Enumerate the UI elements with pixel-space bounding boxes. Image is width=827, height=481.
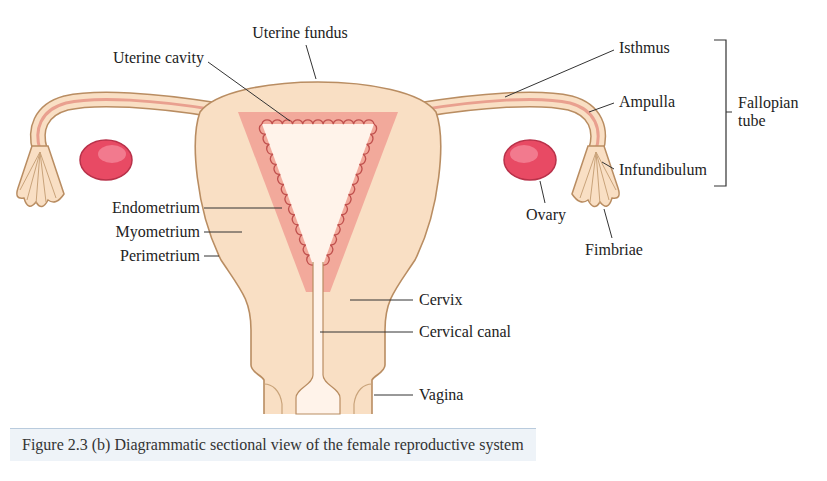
leader-line (602, 162, 614, 169)
uterus-outline (195, 82, 440, 414)
tube-lumen (38, 99, 216, 150)
tube-body (420, 99, 598, 150)
ovary-shape (504, 140, 556, 180)
cervical-canal-shape (296, 262, 340, 414)
ovary-shape (80, 140, 132, 180)
part-label: Ampulla (618, 93, 676, 111)
ovary-highlight (98, 145, 126, 163)
tube-body (38, 99, 216, 150)
part-label: Uterine fundus (251, 24, 349, 42)
uterine-cavity-shape (262, 124, 374, 265)
fimbriae-funnel (17, 146, 64, 207)
figure-caption: Figure 2.3 (b) Diagrammatic sectional vi… (10, 428, 536, 461)
part-label: Uterine cavity (112, 49, 205, 67)
part-label: Isthmus (618, 39, 671, 57)
leader-line (604, 209, 612, 238)
tube-wall (38, 99, 216, 150)
part-label: Myometrium (115, 223, 201, 241)
part-label: Cervical canal (418, 323, 512, 341)
fimbriae-lines (20, 152, 56, 204)
part-label: Endometrium (111, 199, 201, 217)
adnexa-right (420, 99, 619, 206)
part-label: Infundibulum (618, 161, 708, 179)
leader-line (208, 62, 290, 121)
gland-loops-right (323, 124, 377, 265)
part-label: Fimbriae (584, 241, 644, 259)
leader-lines (204, 45, 614, 395)
ovary-highlight (510, 145, 538, 163)
leader-line (374, 395, 413, 396)
tube-lumen (420, 99, 598, 150)
part-label: Ovary (525, 206, 567, 224)
leader-line (306, 45, 316, 79)
leader-line (505, 50, 614, 97)
tube-wall (420, 99, 598, 150)
fimbriae-lines (580, 152, 616, 204)
part-label: Fallopian tube (737, 94, 819, 130)
fimbriae-funnel (572, 146, 619, 207)
part-label: Cervix (418, 291, 464, 309)
part-label: Perimetrium (119, 247, 201, 265)
leader-line (350, 300, 413, 301)
leader-line (589, 103, 614, 112)
group-bracket (714, 40, 732, 186)
leader-line (320, 332, 413, 333)
adnexa-left (17, 99, 216, 206)
vaginal-fornix (264, 384, 372, 414)
leader-line (204, 232, 242, 233)
part-label: Vagina (418, 386, 464, 404)
leader-line (540, 181, 545, 203)
gland-loops-top (262, 120, 374, 124)
leader-line (204, 256, 219, 257)
leader-line (204, 208, 282, 209)
gland-loops-left (260, 124, 314, 265)
